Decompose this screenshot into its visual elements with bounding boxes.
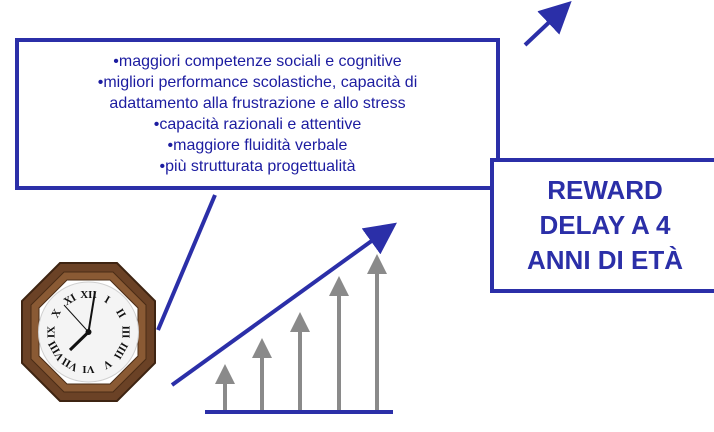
- benefit-line: •più strutturata progettualità: [159, 158, 356, 175]
- clock-hour-hand: [68, 330, 90, 352]
- benefit-line: •capacità razionali e attentive: [153, 116, 362, 133]
- reward-line: DELAY A 4: [539, 210, 671, 240]
- clock-second-hand: [63, 304, 89, 333]
- reward-line: REWARD: [547, 175, 663, 205]
- clock-minute-hand: [87, 291, 96, 333]
- clock-numeral: III: [120, 326, 132, 339]
- clock-numeral: XI: [62, 292, 79, 309]
- benefit-line: •maggiore fluidità verbale: [167, 137, 348, 154]
- top-arrow: [523, 1, 572, 47]
- reward-delay-box: REWARD DELAY A 4 ANNI DI ETÀ: [490, 158, 714, 293]
- benefits-box: •maggiori competenze sociali e cognitive…: [15, 38, 500, 190]
- connector-line: [156, 194, 217, 331]
- growth-bars: [215, 254, 387, 410]
- benefit-line: •migliori performance scolastiche, capac…: [97, 74, 418, 91]
- benefit-line: adattamento alla frustrazione e allo str…: [109, 95, 406, 112]
- reward-line: ANNI DI ETÀ: [527, 245, 683, 275]
- rising-arrow: [170, 222, 397, 387]
- benefit-line: •maggiori competenze sociali e cognitive: [113, 53, 402, 70]
- clock-numeral: I: [102, 294, 112, 307]
- clock-numeral: IX: [46, 326, 58, 338]
- clock-numeral: VI: [82, 363, 94, 375]
- clock-numeral: XII: [80, 289, 97, 301]
